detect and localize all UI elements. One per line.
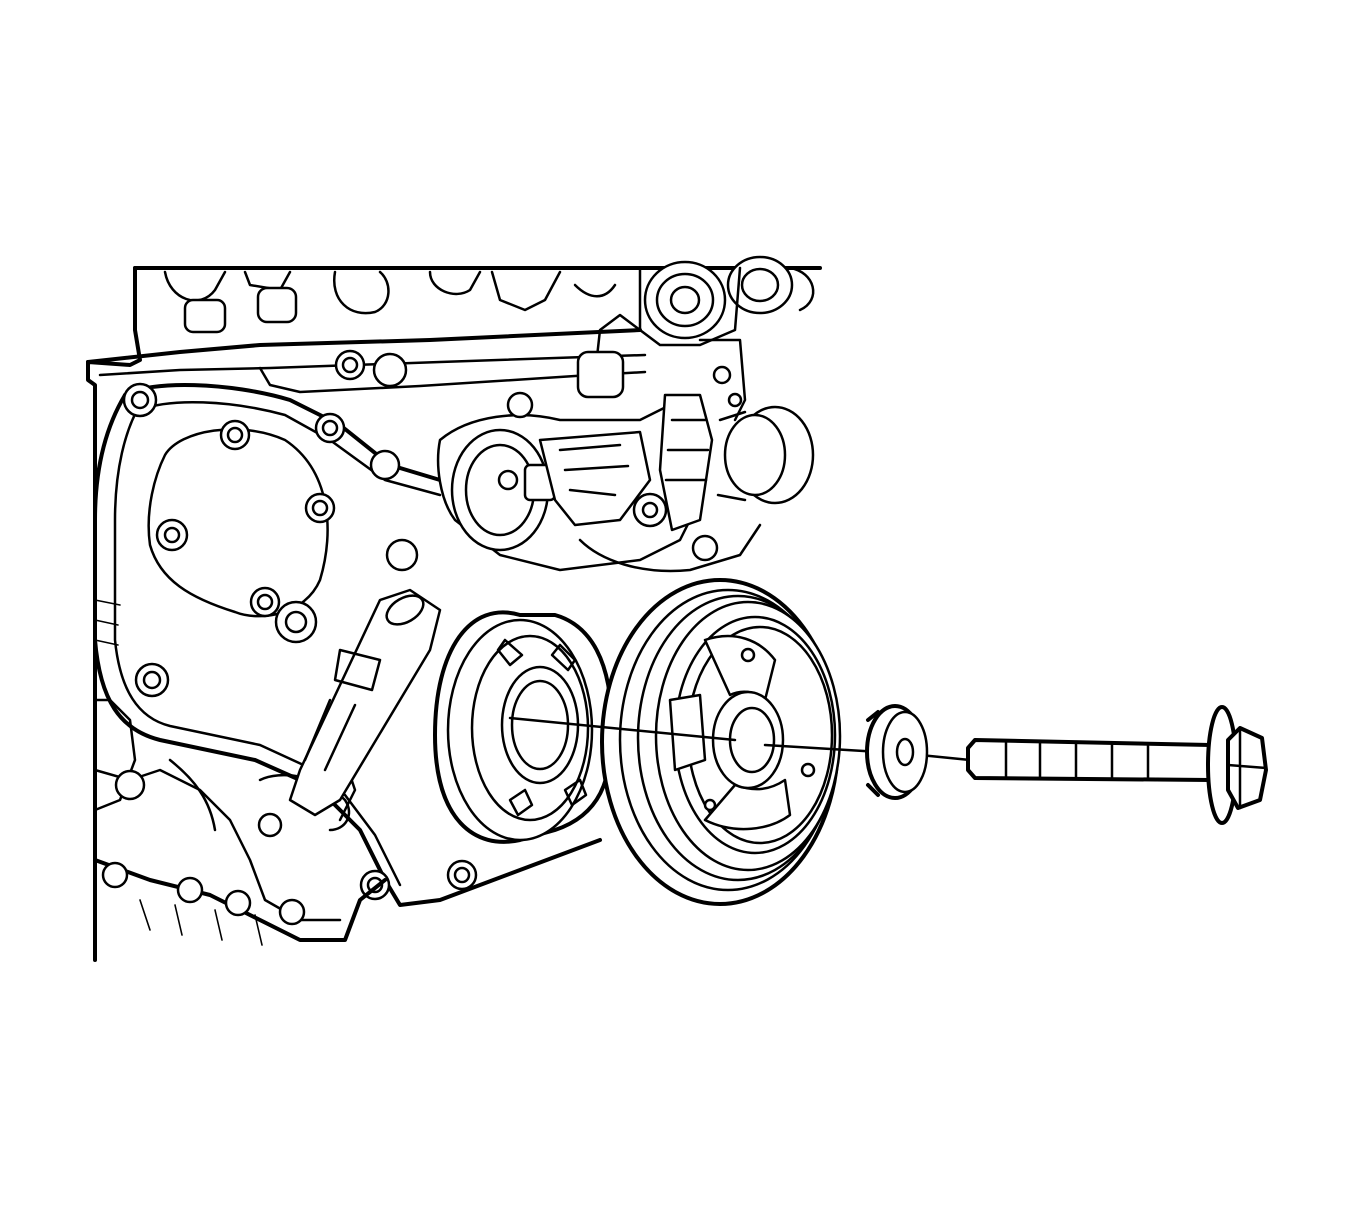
alignment-centerline [508, 716, 972, 762]
crankshaft-balancer [600, 578, 842, 906]
balancer-washer [865, 704, 929, 800]
engine-front-cover [86, 255, 822, 962]
crankshaft-front-seal-hub [433, 610, 614, 844]
balancer-bolt [966, 705, 1268, 825]
oil-control-actuator [288, 588, 442, 817]
tensioner-bracket [369, 313, 815, 573]
